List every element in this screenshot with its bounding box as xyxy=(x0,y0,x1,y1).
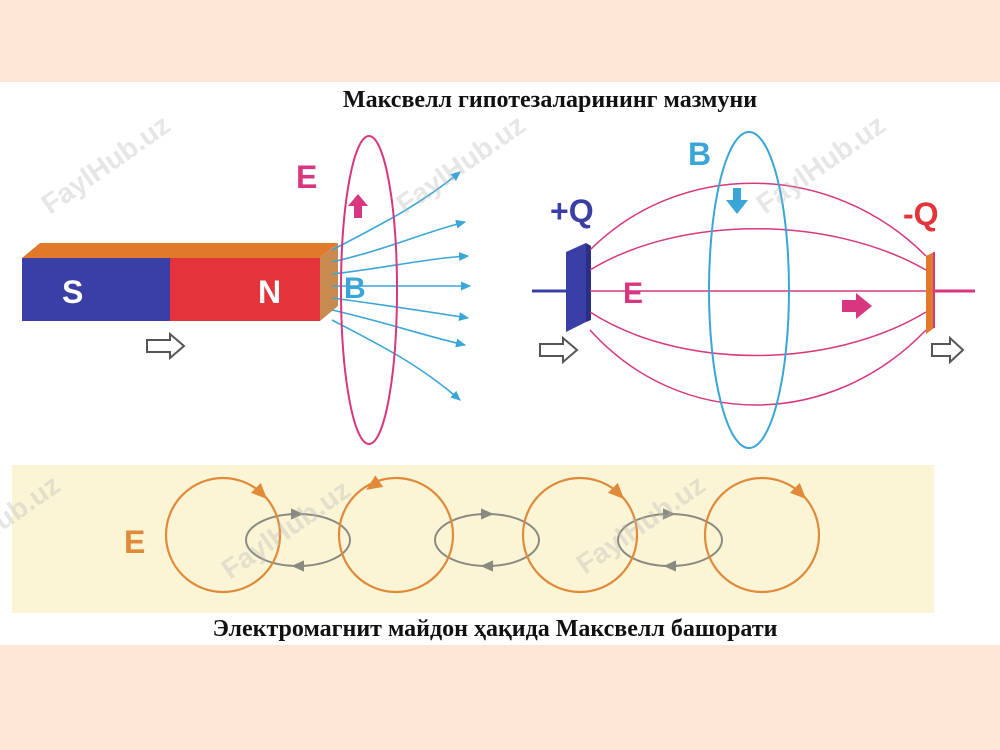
circle-arrow-icon xyxy=(250,482,267,499)
field-line xyxy=(331,251,470,275)
plus-q-label: +Q xyxy=(550,193,594,229)
field-line xyxy=(331,319,461,401)
electric-circle xyxy=(703,476,821,594)
wave-e-label: E xyxy=(124,524,145,560)
electric-field-direction-arrow-icon xyxy=(842,293,872,319)
circle-arrow-icon xyxy=(607,482,624,499)
magnetic-loops xyxy=(245,508,723,572)
north-pole-label: N xyxy=(258,274,281,310)
magnet-e-label: E xyxy=(296,159,317,195)
south-pole-label: S xyxy=(62,274,83,310)
watermark: FaylHub.uz xyxy=(391,109,531,220)
negative-plate xyxy=(926,252,934,334)
field-line xyxy=(331,309,467,348)
magnet-motion-arrow-icon xyxy=(146,331,186,361)
field-line xyxy=(331,297,470,322)
watermark: FaylHub.uz xyxy=(36,109,176,220)
wave-band xyxy=(12,465,934,613)
field-line xyxy=(589,182,927,257)
electric-circle xyxy=(164,476,282,594)
circle-arrow-icon xyxy=(789,482,806,499)
field-line xyxy=(589,228,927,271)
electric-field-loop xyxy=(340,135,398,445)
positive-plate-edge xyxy=(586,243,591,322)
magnet-top-face xyxy=(22,243,338,258)
magnet-end-face xyxy=(320,243,338,321)
field-line xyxy=(331,171,461,251)
electric-circle xyxy=(337,476,455,594)
capacitor-field-lines xyxy=(589,182,927,406)
capacitor-b-label: B xyxy=(688,136,711,172)
electric-circles xyxy=(164,475,821,594)
field-line xyxy=(589,311,927,357)
minus-q-label: -Q xyxy=(903,196,939,232)
bar-magnet: S N xyxy=(22,243,338,321)
left-plate-motion-arrow-icon xyxy=(539,335,579,365)
field-line xyxy=(589,329,927,406)
positive-plate xyxy=(566,243,586,332)
magnet-b-label: B xyxy=(344,272,366,305)
magnet-south-pole xyxy=(22,258,170,321)
watermark: FaylHub.uz xyxy=(751,109,891,220)
magnet-field-lines xyxy=(331,171,472,401)
magnetic-field-loop xyxy=(708,131,790,449)
diagram-caption: Электромагнит майдон ҳақида Максвелл баш… xyxy=(213,616,778,642)
magnet-north-pole xyxy=(170,258,320,321)
electric-field-arrow-icon xyxy=(348,194,368,218)
diagram-title: Максвелл гипотезаларининг мазмуни xyxy=(343,87,757,113)
magnetic-field-arrow-icon xyxy=(726,188,748,214)
right-plate-motion-arrow-icon xyxy=(931,335,965,365)
circle-arrow-icon xyxy=(366,475,384,490)
electric-circle xyxy=(521,476,639,594)
field-line xyxy=(331,219,467,263)
capacitor xyxy=(532,243,975,334)
capacitor-e-label: E xyxy=(623,277,643,310)
